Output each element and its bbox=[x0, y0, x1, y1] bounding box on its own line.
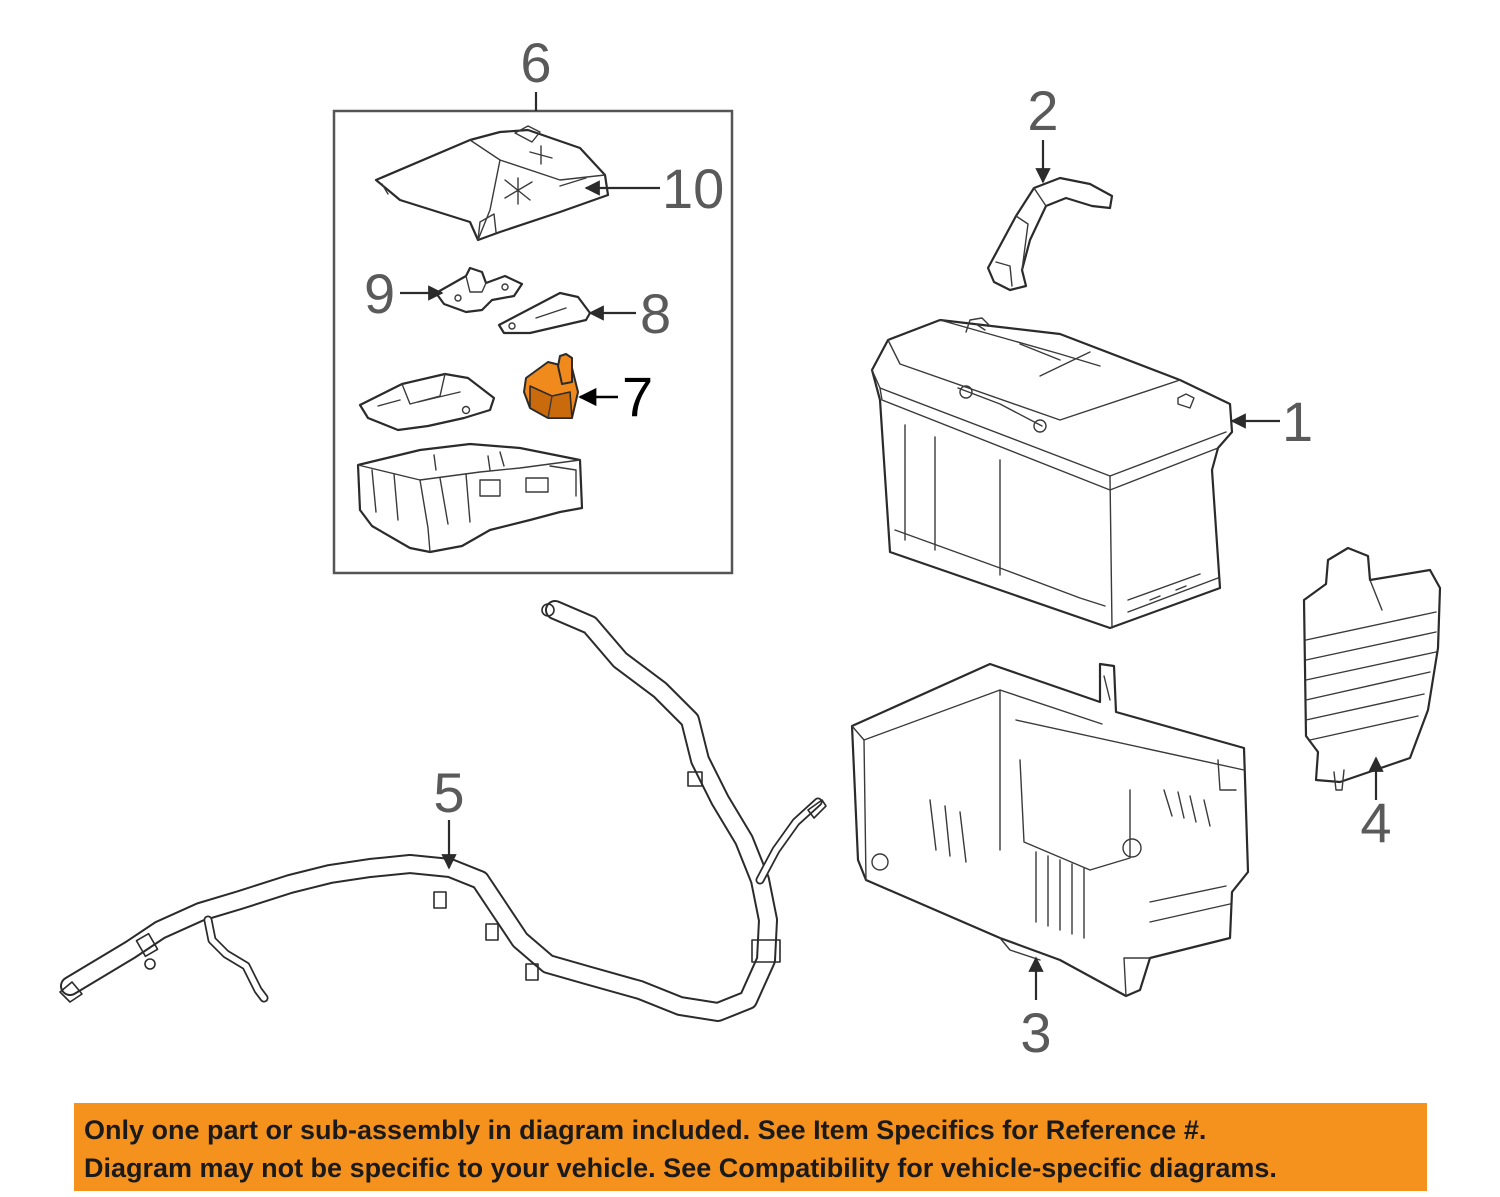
part-1-battery bbox=[870, 317, 1234, 630]
unlabeled-fuse-block-base bbox=[356, 442, 584, 554]
kit-box-group: 6 bbox=[332, 31, 734, 575]
part-7-battery-terminal-highlighted bbox=[523, 353, 579, 419]
disclaimer-line-2: Diagram may not be specific to your vehi… bbox=[84, 1153, 1277, 1183]
part-9-terminal-bracket bbox=[434, 266, 524, 314]
callout-5-label: 5 bbox=[433, 761, 464, 824]
callout-1-label: 1 bbox=[1282, 390, 1313, 453]
callout-9-label: 9 bbox=[364, 262, 395, 325]
kit-box-outline bbox=[332, 109, 734, 575]
part-2-hold-down-clamp bbox=[986, 176, 1114, 292]
part-10-fuse-block-cover bbox=[374, 125, 610, 242]
callout-10-label: 10 bbox=[662, 157, 724, 220]
callout-2-label: 2 bbox=[1027, 79, 1058, 142]
callout-8-label: 8 bbox=[640, 282, 671, 345]
disclaimer-line-1: Only one part or sub-assembly in diagram… bbox=[84, 1115, 1207, 1145]
part-3-battery-tray bbox=[850, 662, 1250, 998]
part-5-battery-cable bbox=[59, 600, 827, 1022]
part-4-heat-shield bbox=[1302, 546, 1442, 791]
callout-6-label: 6 bbox=[520, 31, 551, 94]
callout-7-label: 7 bbox=[622, 365, 653, 428]
callout-3-label: 3 bbox=[1020, 1001, 1051, 1064]
callout-4-label: 4 bbox=[1360, 791, 1391, 854]
unlabeled-insulator-strip bbox=[358, 372, 496, 432]
part-8-bus-plate bbox=[497, 291, 592, 335]
disclaimer-banner: Only one part or sub-assembly in diagram… bbox=[74, 1103, 1427, 1191]
